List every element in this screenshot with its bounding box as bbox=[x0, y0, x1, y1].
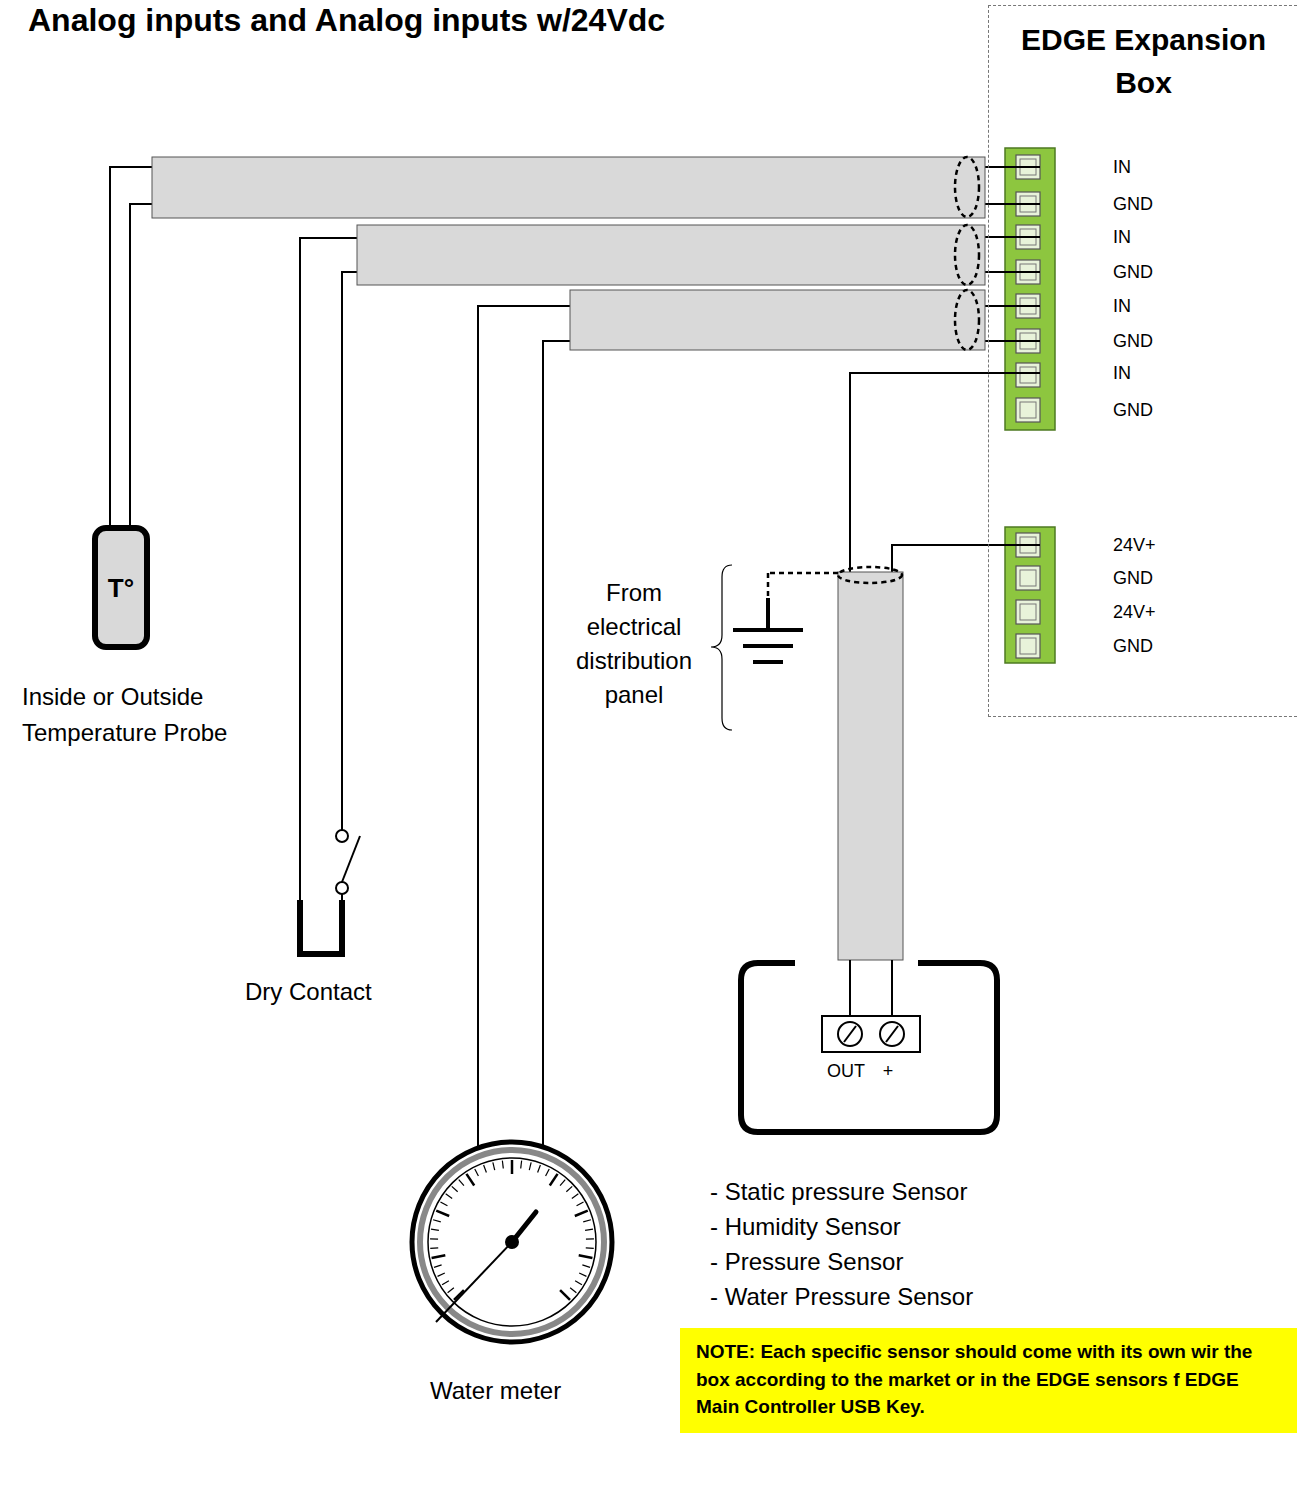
terminal-label: IN bbox=[1113, 362, 1131, 384]
pin-label: OUT bbox=[816, 1060, 876, 1082]
note: NOTE: Each specific sensor should come w… bbox=[680, 1328, 1297, 1433]
terminal-label: GND bbox=[1113, 261, 1153, 283]
diagram-title: Analog inputs and Analog inputs w/24Vdc bbox=[28, 2, 665, 39]
source-label: From electrical distribution panel bbox=[558, 576, 710, 712]
terminal-label: GND bbox=[1113, 399, 1153, 421]
water-meter bbox=[412, 1142, 612, 1342]
pin-label: + bbox=[868, 1060, 908, 1082]
terminal-label: GND bbox=[1113, 330, 1153, 352]
terminal-label: 24V+ bbox=[1113, 601, 1156, 623]
sensor-list-item: - Humidity Sensor bbox=[710, 1216, 901, 1238]
terminal-label: IN bbox=[1113, 226, 1131, 248]
sensor-label: Inside or Outside Temperature Probe bbox=[22, 679, 252, 751]
terminal-label: GND bbox=[1113, 193, 1153, 215]
dry-contact-switch bbox=[300, 830, 348, 954]
cable-sleeve bbox=[152, 157, 985, 960]
terminal-label: IN bbox=[1113, 156, 1131, 178]
sensor-outline bbox=[738, 960, 1000, 1135]
shield-marker bbox=[768, 157, 979, 600]
terminal-label: GND bbox=[1113, 635, 1153, 657]
sensor-box: OUT+ bbox=[738, 960, 1000, 1135]
sensor-label: Dry Contact bbox=[245, 981, 372, 1003]
terminal-block bbox=[1005, 148, 1055, 663]
ground-symbol bbox=[733, 598, 803, 662]
sensor-list-item: - Water Pressure Sensor bbox=[710, 1286, 973, 1308]
box-title: EDGE Expansion Box bbox=[989, 18, 1297, 104]
terminal-label: 24V+ bbox=[1113, 534, 1156, 556]
probe-symbol: T° bbox=[98, 573, 144, 603]
sensor-list-item: - Static pressure Sensor bbox=[710, 1181, 967, 1203]
signal-wire bbox=[110, 167, 988, 525]
terminal-label: IN bbox=[1113, 295, 1131, 317]
terminal-label: GND bbox=[1113, 567, 1153, 589]
temperature-probe: T° bbox=[92, 525, 150, 650]
brace bbox=[711, 565, 732, 730]
wire bbox=[130, 167, 1040, 1148]
sensor-label: Water meter bbox=[430, 1380, 561, 1402]
sensor-list-item: - Pressure Sensor bbox=[710, 1251, 903, 1273]
